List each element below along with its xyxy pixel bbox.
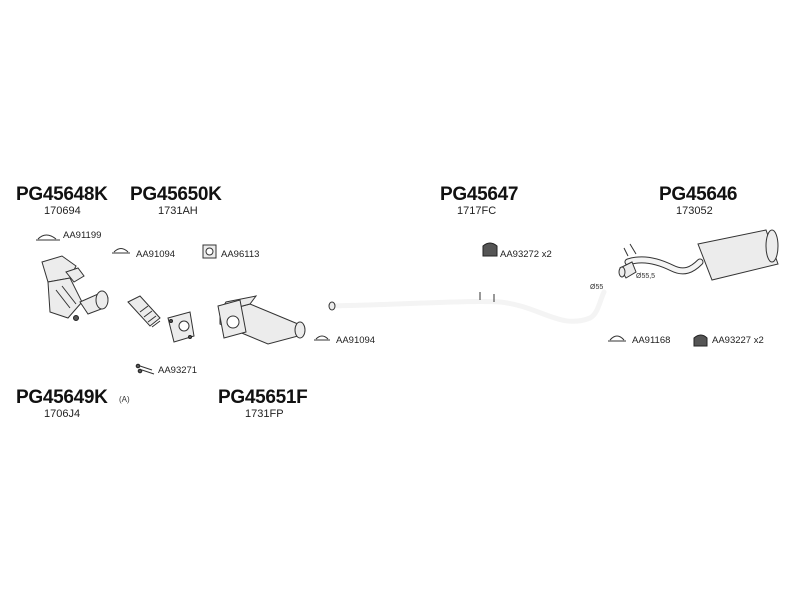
clamp-icon: [314, 335, 330, 341]
part-label-aa91199: AA91199: [63, 230, 102, 241]
part-label-aa93271: AA93271: [158, 365, 198, 376]
ref-1717fc: 1717FC: [457, 205, 497, 217]
part-number-pg45650k: PG45650K: [130, 184, 222, 205]
ref-1731ah: 1731AH: [158, 205, 198, 217]
variant-note: (A): [119, 395, 130, 404]
clamp-icon: [112, 248, 130, 254]
ref-173052: 173052: [676, 205, 713, 217]
ref-170694: 170694: [44, 205, 81, 217]
part-label-aa91094-lower: AA91094: [336, 335, 376, 346]
part-label-aa91094: AA91094: [136, 249, 176, 260]
diameter-label-55: Ø55: [590, 284, 604, 291]
bolt-icon: [135, 363, 155, 375]
part-number-pg45649k: PG45649K: [16, 387, 108, 408]
part-label-aa96113: AA96113: [221, 249, 260, 260]
part-number-pg45647: PG45647: [440, 184, 519, 205]
rear-silencer-icon: [618, 229, 779, 281]
part-label-aa93272: AA93272 x2: [500, 249, 552, 260]
part-number-pg45651f: PG45651F: [218, 387, 308, 408]
particulate-filter-icon: [217, 295, 306, 345]
part-label-aa91168: AA91168: [632, 335, 671, 346]
clamp-icon: [608, 335, 626, 342]
gasket-icon: [202, 244, 217, 259]
clamp-icon: [36, 234, 60, 241]
diameter-label-55-5: Ø55,5: [636, 273, 656, 280]
part-label-aa93227: AA93227 x2: [712, 335, 764, 346]
ref-1706j4: 1706J4: [44, 408, 81, 420]
part-number-pg45648k: PG45648K: [16, 184, 108, 205]
rubber-mount-icon: [693, 334, 708, 347]
flex-pipe-icon: [127, 295, 195, 343]
intermediate-pipe-icon: [328, 289, 607, 324]
ref-1731fp: 1731FP: [245, 408, 284, 420]
part-number-pg45646: PG45646: [659, 184, 738, 205]
catalytic-converter-icon: [41, 255, 109, 321]
rubber-mount-icon: [482, 242, 498, 257]
